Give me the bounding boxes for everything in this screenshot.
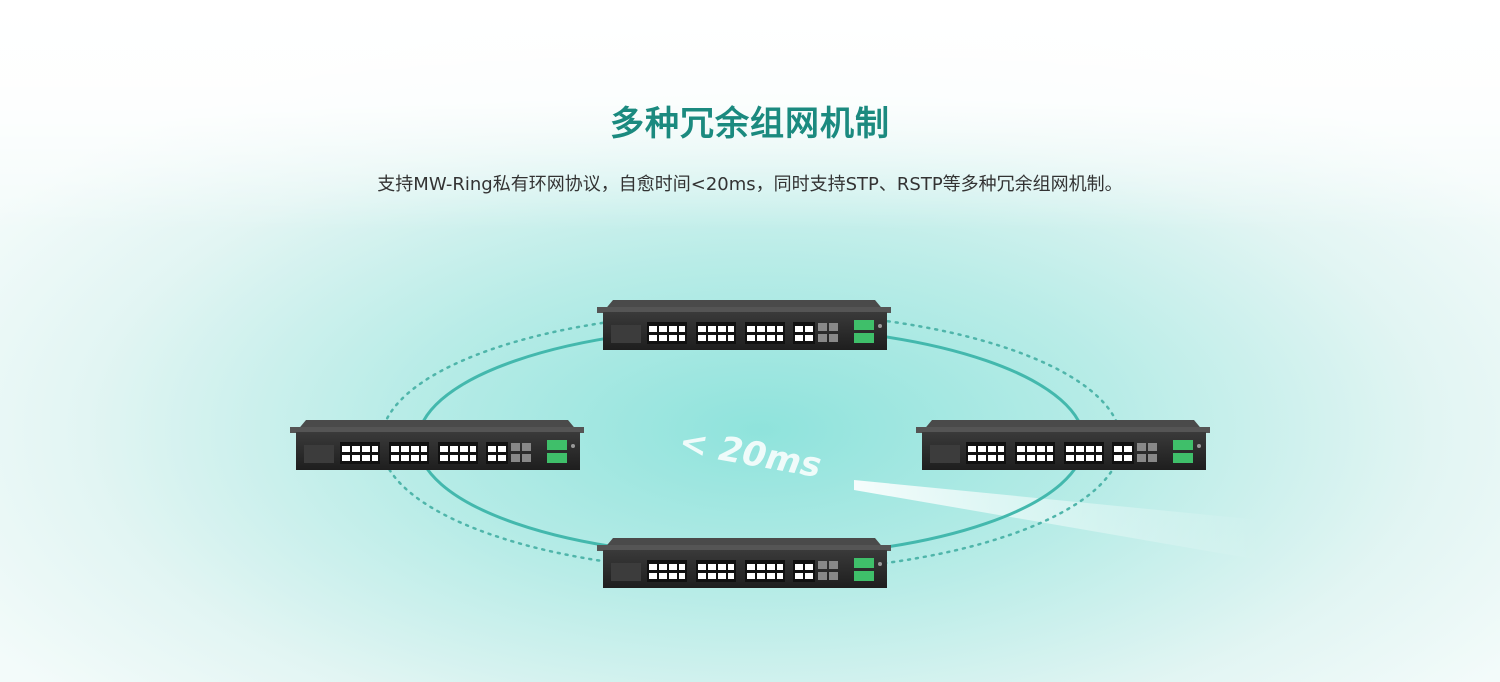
switch-node-top [597, 300, 891, 350]
switch-node-bottom [597, 538, 891, 588]
switch-node-right [916, 420, 1210, 470]
switch-node-left [290, 420, 584, 470]
page-title: 多种冗余组网机制 [610, 104, 890, 144]
signal-beam [854, 480, 1260, 560]
page-subtitle: 支持MW-Ring私有环网协议，自愈时间<20ms，同时支持STP、RSTP等多… [377, 174, 1123, 195]
latency-label: < 20ms [676, 422, 824, 486]
